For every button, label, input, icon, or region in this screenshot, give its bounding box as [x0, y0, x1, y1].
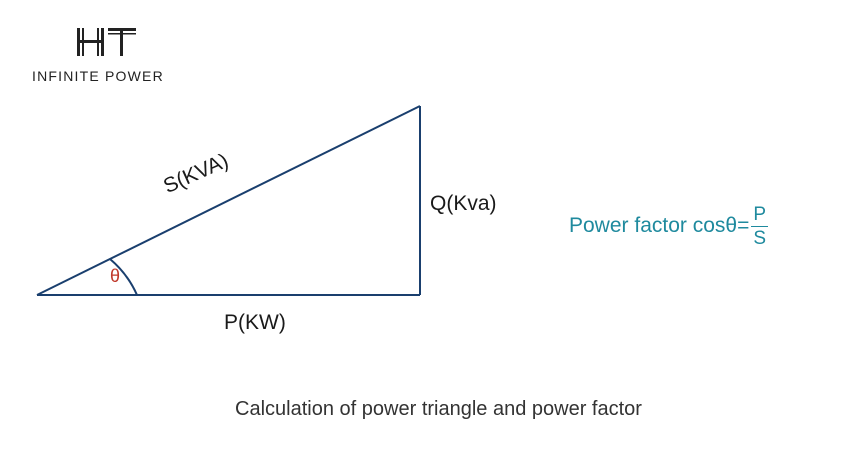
formula-numerator: P: [751, 203, 769, 227]
base-label: P(KW): [224, 311, 286, 334]
vertical-side-label: Q(Kva): [430, 192, 497, 215]
hypotenuse-line: [36, 105, 421, 296]
diagram-caption: Calculation of power triangle and power …: [235, 398, 642, 420]
angle-label: θ: [110, 266, 121, 286]
ht-logo-mark: [77, 28, 136, 56]
power-factor-formula: Power factor cosθ= P S: [569, 201, 769, 251]
formula-prefix: Power factor cosθ=: [569, 214, 750, 237]
formula-fraction: P S: [751, 203, 769, 249]
logo: INFINITE POWER: [32, 24, 184, 90]
formula-denominator: S: [753, 227, 767, 249]
angle-arc: [109, 258, 138, 296]
logo-tagline: INFINITE POWER: [32, 68, 164, 84]
